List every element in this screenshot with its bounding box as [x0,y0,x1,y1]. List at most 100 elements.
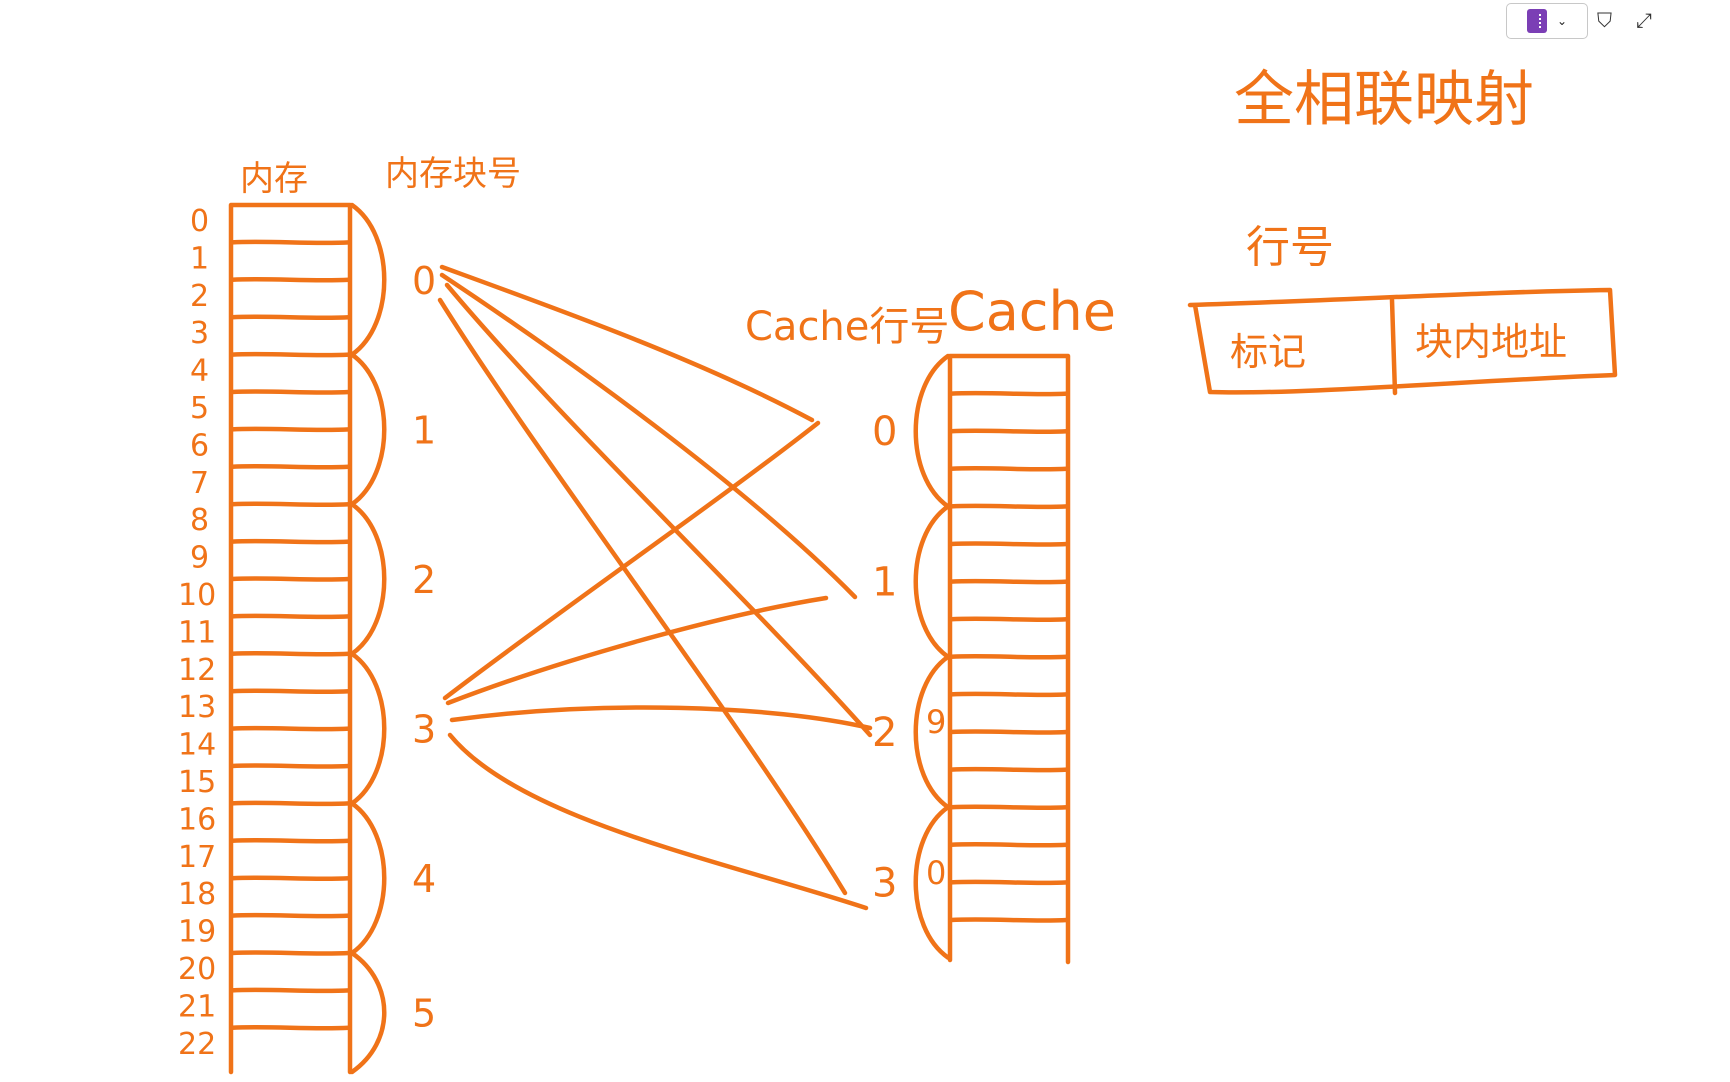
memory-address: 14 [178,728,216,763]
cache-line-number: 2 [872,710,897,756]
memory-block-brace [349,801,387,956]
cache-row-line [948,879,1070,886]
cache-label: Cache [948,280,1116,343]
memory-row-line [229,239,352,246]
map-line [437,297,848,896]
memory-row-line [229,426,352,433]
memory-address: 21 [178,989,216,1024]
tag-field: 标记 [1230,330,1306,374]
memory-row-line [229,950,352,956]
cache-mark: 9 [926,703,946,741]
line-format-label: 行号 [1246,222,1334,273]
memory-address: 7 [190,466,209,501]
memory-block-number: 5 [412,992,436,1036]
memory-address: 5 [190,391,209,426]
cache-line-brace [913,504,951,660]
memory-address: 13 [178,690,216,725]
memory-label: 内存 [240,159,308,199]
cache-row-line [948,390,1070,397]
toolbar: ⌄ [1506,3,1588,39]
cache-row-line [948,917,1070,923]
memory-address: 11 [178,615,216,650]
memory-block-number: 0 [412,259,436,303]
cache-row-line [948,428,1070,435]
memory-address: 10 [178,578,216,613]
memory-row-line [229,538,352,545]
memory-row-line [229,276,352,283]
map-line [444,282,873,738]
cache-row-line [948,578,1070,585]
memory-row-line [229,314,352,321]
memory-block-brace [349,352,387,507]
memory-row-line [229,463,352,470]
cache-row-line [948,766,1070,773]
memory-address: 9 [190,541,209,576]
memory-block-number: 4 [412,857,436,901]
cache-row-line [948,691,1070,698]
map-line [445,595,829,706]
cache-line-number: 3 [872,860,897,906]
memory-block-number: 2 [412,558,436,602]
memory-row-line [229,987,352,994]
mapping-lines [437,264,873,911]
expand-icon[interactable]: ⤢ [1636,8,1652,32]
cache-line-number: 0 [872,409,897,455]
memory-row-line [229,912,352,919]
map-line [447,732,869,911]
memory-row-line [229,837,352,844]
memory-block-brace [349,202,387,357]
cache-column: 0 1 2 3 9 0 [872,353,1071,965]
memory-row-line [229,576,352,582]
memory-address: 8 [190,503,209,538]
memory-row-line [229,763,352,769]
line-format-table: 标记 块内地址 [1187,287,1618,396]
memory-address: 18 [178,877,216,912]
pen-tool-icon[interactable]: ⛉ [1597,8,1612,32]
notebook-selector-button[interactable]: ⌄ [1506,3,1588,39]
memory-block-number: 1 [412,408,436,452]
map-line [439,264,815,423]
memory-row-line [229,725,352,732]
page-title: 全相联映射 [1234,65,1534,135]
memory-block-label: 内存块号 [385,154,521,194]
memory-address: 1 [190,241,209,276]
cache-line-brace [913,804,951,960]
memory-row-line [229,389,352,395]
cache-row-line [948,841,1070,848]
memory-address: 22 [178,1027,216,1062]
cache-row-line [948,616,1070,623]
cache-mark: 0 [926,854,946,892]
memory-address: 4 [190,354,209,389]
memory-address: 12 [178,653,216,688]
memory-row-line [229,351,352,358]
memory-address: 2 [190,279,209,314]
onenote-notebook-icon [1526,9,1547,33]
memory-address: 3 [190,316,209,351]
memory-address: 0 [190,204,209,239]
cache-row-line [948,729,1070,735]
memory-address: 6 [190,428,209,463]
offset-field: 块内地址 [1415,320,1567,364]
memory-address: 20 [178,952,216,987]
cache-row-line [948,653,1070,660]
memory-block-brace [349,501,387,657]
memory-row-line [229,875,352,882]
cache-row-line [948,541,1070,547]
memory-row-line [229,688,352,695]
memory-address: 17 [178,840,216,875]
cache-line-brace [913,353,951,509]
map-line [449,705,873,731]
cache-line-label: Cache行号 [745,304,949,350]
cache-row-line [948,465,1070,472]
memory-row-line [229,1024,352,1031]
cache-line-number: 1 [872,560,897,606]
memory-row-line [229,650,352,657]
memory-row-line [229,800,352,807]
cache-line-brace [913,654,951,810]
cache-row-line [948,804,1070,811]
memory-address: 15 [178,765,216,800]
map-line [442,420,821,701]
memory-block-brace [349,950,387,1075]
